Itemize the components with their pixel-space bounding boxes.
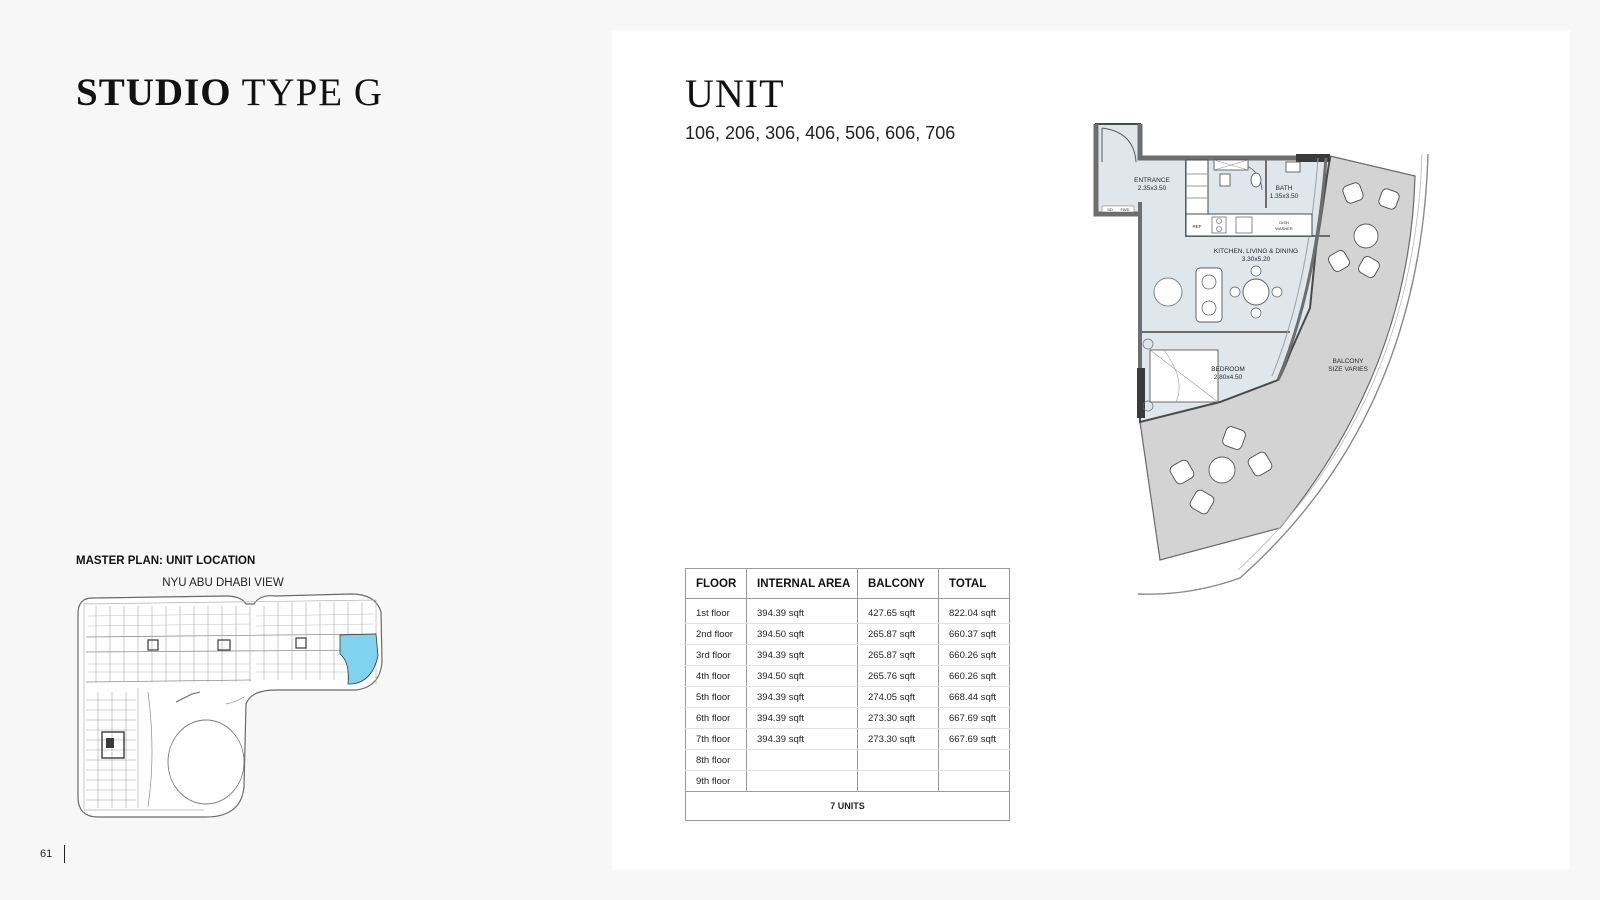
cell-floor: 3rd floor xyxy=(685,644,747,666)
master-plan-view-label: NYU ABU DHABI VIEW xyxy=(162,577,284,589)
cell-floor: 6th floor xyxy=(685,707,747,729)
table-row: 7th floor 394.39 sqft 273.30 sqft 667.69… xyxy=(685,728,1010,750)
cell-total: 667.69 sqft xyxy=(938,707,1010,729)
room-entrance-size: 2.35x3.50 xyxy=(1138,185,1167,192)
room-entrance-name: ENTRANCE xyxy=(1134,177,1170,184)
cell-floor: 8th floor xyxy=(685,749,747,771)
room-kitchen-name: KITCHEN, LIVING & DINING xyxy=(1214,248,1298,255)
cell-floor: 7th floor xyxy=(685,728,747,750)
cell-total: 667.69 sqft xyxy=(938,728,1010,750)
page-number: 61 xyxy=(40,848,53,860)
cell-total: 660.26 sqft xyxy=(938,665,1010,687)
cell-total: 660.37 sqft xyxy=(938,623,1010,645)
fixture-ref-label: REF xyxy=(1193,224,1202,229)
unit-location-highlight xyxy=(339,633,379,685)
fixture-washer-label: WASHER xyxy=(1275,226,1293,231)
table-row: 9th floor xyxy=(685,770,1010,792)
cell-floor: 2nd floor xyxy=(685,623,747,645)
fixture-fwd-label: FWD xyxy=(1120,207,1129,212)
cell-internal xyxy=(746,770,858,792)
unit-floor-plan: ENTRANCE 2.35x3.50 BATH 1.35x3.50 KITCHE… xyxy=(1093,123,1429,595)
header-internal-area: INTERNAL AREA xyxy=(746,568,858,599)
table-footer-row: 7 UNITS xyxy=(685,791,1010,821)
table-row: 4th floor 394.50 sqft 265.76 sqft 660.26… xyxy=(685,665,1010,687)
master-plan-heading: MASTER PLAN: UNIT LOCATION xyxy=(76,555,256,567)
room-bath-size: 1.35x3.50 xyxy=(1270,193,1299,200)
cell-balcony: 273.30 sqft xyxy=(857,707,939,729)
unit-title: UNIT xyxy=(685,71,785,116)
cell-total: 822.04 sqft xyxy=(938,603,1010,624)
table-row: 2nd floor 394.50 sqft 265.87 sqft 660.37… xyxy=(685,623,1010,645)
cell-total xyxy=(938,770,1010,792)
cell-total: 668.44 sqft xyxy=(938,686,1010,708)
room-balcony-size: SIZE VARIES xyxy=(1328,366,1368,373)
cell-balcony: 274.05 sqft xyxy=(857,686,939,708)
area-table-header: FLOOR INTERNAL AREA BALCONY TOTAL xyxy=(685,568,1010,599)
cell-total: 660.26 sqft xyxy=(938,644,1010,666)
fixture-dish-label: DISH xyxy=(1279,220,1289,225)
room-bedroom-name: BEDROOM xyxy=(1211,366,1245,373)
page-number-divider xyxy=(64,845,65,863)
table-row: 5th floor 394.39 sqft 274.05 sqft 668.44… xyxy=(685,686,1010,708)
cell-internal: 394.50 sqft xyxy=(746,623,858,645)
title-rest: TYPE G xyxy=(241,71,384,114)
unit-numbers: 106, 206, 306, 406, 506, 606, 706 xyxy=(685,123,956,143)
cell-internal: 394.39 sqft xyxy=(746,644,858,666)
table-row: 8th floor xyxy=(685,749,1010,771)
room-bedroom-size: 2.80x4.50 xyxy=(1214,374,1243,381)
cell-balcony xyxy=(857,749,939,771)
room-kitchen-size: 3.30x5.20 xyxy=(1242,256,1271,263)
title-bold: STUDIO xyxy=(76,71,232,114)
room-bath-name: BATH xyxy=(1276,185,1293,192)
cell-floor: 9th floor xyxy=(685,770,747,792)
cell-balcony: 273.30 sqft xyxy=(857,728,939,750)
cell-balcony xyxy=(857,770,939,792)
room-balcony-name: BALCONY xyxy=(1332,358,1364,365)
table-row: 1st floor 394.39 sqft 427.65 sqft 822.04… xyxy=(685,603,1010,624)
cell-floor: 5th floor xyxy=(685,686,747,708)
page-title: STUDIO TYPE G xyxy=(76,70,383,115)
cell-balcony: 265.76 sqft xyxy=(857,665,939,687)
cell-balcony: 265.87 sqft xyxy=(857,623,939,645)
cell-balcony: 427.65 sqft xyxy=(857,603,939,624)
header-total: TOTAL xyxy=(938,568,1010,599)
fixture-sd-label: SD xyxy=(1107,207,1113,212)
cell-balcony: 265.87 sqft xyxy=(857,644,939,666)
master-plan-drawing xyxy=(77,593,383,818)
table-row: 3rd floor 394.39 sqft 265.87 sqft 660.26… xyxy=(685,644,1010,666)
area-table: FLOOR INTERNAL AREA BALCONY TOTAL 1st fl… xyxy=(685,568,1010,821)
cell-internal: 394.39 sqft xyxy=(746,728,858,750)
cell-internal: 394.39 sqft xyxy=(746,603,858,624)
cell-floor: 4th floor xyxy=(685,665,747,687)
cell-floor: 1st floor xyxy=(685,603,747,624)
cell-internal: 394.39 sqft xyxy=(746,707,858,729)
cell-internal: 394.39 sqft xyxy=(746,686,858,708)
header-balcony: BALCONY xyxy=(857,568,939,599)
table-row: 6th floor 394.39 sqft 273.30 sqft 667.69… xyxy=(685,707,1010,729)
cell-internal xyxy=(746,749,858,771)
cell-total xyxy=(938,749,1010,771)
cell-internal: 394.50 sqft xyxy=(746,665,858,687)
header-floor: FLOOR xyxy=(685,568,747,599)
total-units: 7 UNITS xyxy=(685,791,1010,821)
